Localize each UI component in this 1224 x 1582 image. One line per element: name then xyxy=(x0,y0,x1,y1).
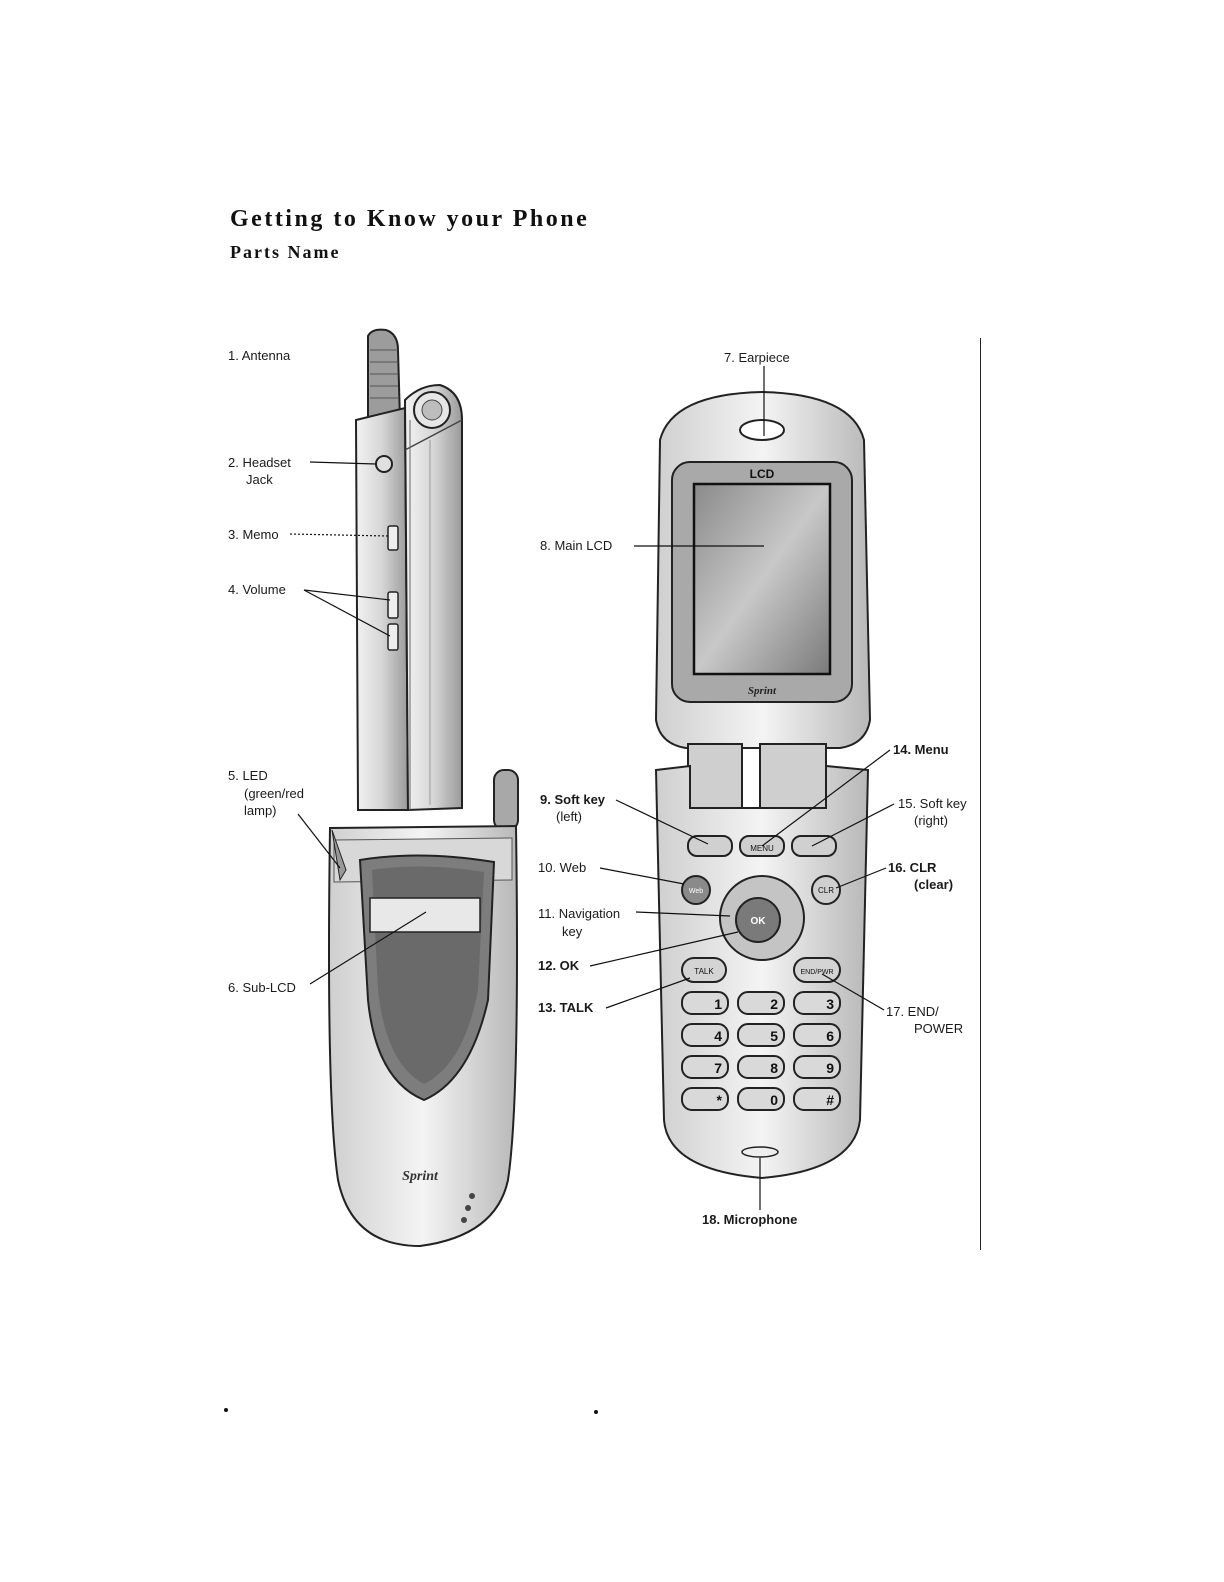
key-hash[interactable] xyxy=(793,1087,841,1111)
earpiece xyxy=(739,419,785,441)
soft-key-right[interactable] xyxy=(791,835,837,857)
label-softkey-right-2: (right) xyxy=(914,813,948,828)
key-7-label: 7 xyxy=(714,1060,722,1076)
label-clr: 16. CLR xyxy=(888,860,937,875)
key-4-label: 4 xyxy=(714,1028,722,1044)
label-led-2: (green/red xyxy=(244,786,304,801)
key-1[interactable] xyxy=(681,991,729,1015)
key-2[interactable] xyxy=(737,991,785,1015)
label-web: 10. Web xyxy=(538,860,587,875)
label-sublcd: 6. Sub-LCD xyxy=(228,980,296,995)
label-navigation-2: key xyxy=(562,924,583,939)
key-9[interactable] xyxy=(793,1055,841,1079)
key-star[interactable] xyxy=(681,1087,729,1111)
ok-key-label: OK xyxy=(751,916,767,927)
label-headset-2: Jack xyxy=(246,472,273,487)
talk-key[interactable] xyxy=(681,957,727,983)
key-0-label: 0 xyxy=(770,1092,778,1108)
key-star-label: * xyxy=(717,1092,723,1108)
side-view-phone xyxy=(354,328,463,812)
main-lcd-badge: LCD xyxy=(750,467,775,481)
label-headset: 2. Headset xyxy=(228,455,291,470)
web-key-label: Web xyxy=(689,888,703,895)
label-menu: 14. Menu xyxy=(893,742,949,757)
label-softkey-left: 9. Soft key xyxy=(540,792,606,807)
label-clr-2: (clear) xyxy=(914,877,954,892)
label-end-power-2: POWER xyxy=(914,1021,964,1036)
label-earpiece: 7. Earpiece xyxy=(724,350,790,365)
clr-key[interactable] xyxy=(811,875,841,905)
label-antenna: 1. Antenna xyxy=(228,348,291,363)
web-key[interactable] xyxy=(681,875,711,905)
page-divider xyxy=(980,338,981,1250)
ok-key[interactable] xyxy=(735,897,781,943)
label-volume: 4. Volume xyxy=(228,582,286,597)
soft-key-left[interactable] xyxy=(687,835,733,857)
open-phone: LCD Sprint MENU Web CLR OK TALK END/PWR xyxy=(654,390,872,1180)
page-subtitle: Parts Name xyxy=(230,242,341,262)
key-2-label: 2 xyxy=(770,996,778,1012)
key-6[interactable] xyxy=(793,1023,841,1047)
open-phone-brand: Sprint xyxy=(748,685,777,697)
microphone xyxy=(741,1146,779,1158)
menu-key-label: MENU xyxy=(750,844,774,853)
label-led-3: lamp) xyxy=(244,803,277,818)
label-end-power: 17. END/ xyxy=(886,1004,939,1019)
page-bullet-right xyxy=(594,1410,598,1414)
open-view-leaders xyxy=(589,366,895,1210)
closed-phone-brand: Sprint xyxy=(402,1169,439,1184)
label-memo: 3. Memo xyxy=(228,527,279,542)
label-ok: 12. OK xyxy=(538,958,580,973)
key-1-label: 1 xyxy=(714,996,722,1012)
label-led: 5. LED xyxy=(228,768,268,783)
key-3-label: 3 xyxy=(826,996,834,1012)
end-power-key-label: END/PWR xyxy=(800,969,833,976)
key-7[interactable] xyxy=(681,1055,729,1079)
clr-key-label: CLR xyxy=(818,886,834,895)
key-4[interactable] xyxy=(681,1023,729,1047)
key-5-label: 5 xyxy=(770,1028,778,1044)
label-talk: 13. TALK xyxy=(538,1000,594,1015)
main-lcd-screen xyxy=(692,482,832,676)
key-9-label: 9 xyxy=(826,1060,834,1076)
page-bullet-left xyxy=(224,1408,228,1412)
key-0[interactable] xyxy=(737,1087,785,1111)
key-5[interactable] xyxy=(737,1023,785,1047)
label-softkey-right: 15. Soft key xyxy=(898,796,967,811)
side-view-leaders xyxy=(289,461,391,637)
closed-phone: Sprint xyxy=(328,769,519,1248)
end-power-key[interactable] xyxy=(793,957,841,983)
closed-view-leaders xyxy=(297,813,427,985)
key-8[interactable] xyxy=(737,1055,785,1079)
talk-key-label: TALK xyxy=(694,967,714,976)
key-8-label: 8 xyxy=(770,1060,778,1076)
label-softkey-left-2: (left) xyxy=(556,809,582,824)
label-microphone: 18. Microphone xyxy=(702,1212,798,1227)
label-navigation: 11. Navigation xyxy=(538,906,621,921)
key-hash-label: # xyxy=(826,1092,834,1108)
key-3[interactable] xyxy=(793,991,841,1015)
page-title: Getting to Know your Phone xyxy=(230,206,590,232)
label-main-lcd: 8. Main LCD xyxy=(540,538,613,553)
key-6-label: 6 xyxy=(826,1028,834,1044)
